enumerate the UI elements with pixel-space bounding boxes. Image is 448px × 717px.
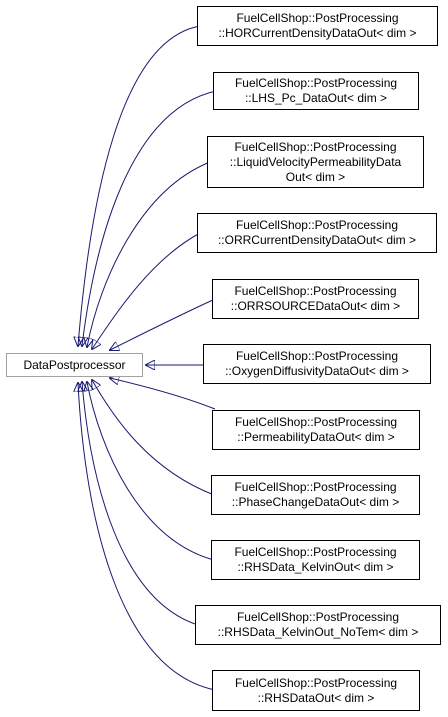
derived-class-node-hor-current-density[interactable]: FuelCellShop::PostProcessing::HORCurrent… xyxy=(197,6,438,46)
inheritance-edge-2 xyxy=(82,90,217,346)
derived-class-node-rhs-data[interactable]: FuelCellShop::PostProcessing::RHSDataOut… xyxy=(212,670,420,711)
inheritance-edge-3 xyxy=(87,161,211,347)
derived-class-node-oxygen-diffusivity[interactable]: FuelCellShop::PostProcessing::OxygenDiff… xyxy=(203,344,431,384)
node-line-2: ::OxygenDiffusivityDataOut< dim > xyxy=(225,364,409,378)
inheritance-edge-7 xyxy=(110,378,216,410)
derived-class-node-rhs-data-kelvin[interactable]: FuelCellShop::PostProcessing::RHSData_Ke… xyxy=(211,540,420,580)
node-line-2: ::RHSData_KelvinOut_NoTem< dim > xyxy=(217,625,419,639)
node-line-1: FuelCellShop::PostProcessing xyxy=(235,218,399,232)
node-line-2: ::LiquidVelocityPermeabilityData xyxy=(229,154,402,169)
derived-class-node-rhs-data-kelvin-no-tem[interactable]: FuelCellShop::PostProcessing::RHSData_Ke… xyxy=(195,605,441,645)
node-line-1: FuelCellShop::PostProcessing xyxy=(235,349,399,363)
node-line-1: FuelCellShop::PostProcessing xyxy=(234,480,397,494)
inheritance-edge-10 xyxy=(82,382,199,626)
inheritance-edge-1 xyxy=(78,25,201,346)
node-line-2: ::PhaseChangeDataOut< dim > xyxy=(231,495,400,509)
node-line-2: ::RHSDataOut< dim > xyxy=(257,690,375,705)
node-line-2: ::RHSData_KelvinOut< dim > xyxy=(237,560,394,574)
inheritance-edge-5 xyxy=(110,298,216,350)
inheritance-edge-11 xyxy=(78,383,216,691)
node-line-2: ::PermeabilityDataOut< dim > xyxy=(237,430,395,444)
node-line-2: ::HORCurrentDensityDataOut< dim > xyxy=(218,26,417,40)
node-line-1: FuelCellShop::PostProcessing xyxy=(234,76,398,90)
derived-class-node-phase-change[interactable]: FuelCellShop::PostProcessing::PhaseChang… xyxy=(211,475,420,515)
node-line-1: FuelCellShop::PostProcessing xyxy=(234,284,397,298)
node-line-3: Out< dim > xyxy=(285,169,346,184)
derived-class-node-liquid-velocity-permeability[interactable]: FuelCellShop::PostProcessing::LiquidVelo… xyxy=(207,136,424,188)
derived-class-node-lhs-pc[interactable]: FuelCellShop::PostProcessing::LHS_Pc_Dat… xyxy=(213,72,419,110)
node-line-1: FuelCellShop::PostProcessing xyxy=(234,415,398,429)
node-line-2: ::ORRSOURCEDataOut< dim > xyxy=(230,299,401,313)
node-line-1: FuelCellShop::PostProcessing xyxy=(234,139,397,154)
node-line-1: FuelCellShop::PostProcessing xyxy=(234,675,398,690)
node-line-2: ::LHS_Pc_DataOut< dim > xyxy=(244,91,388,105)
inheritance-edge-8 xyxy=(92,380,215,496)
base-class-node: DataPostprocessor xyxy=(6,353,143,377)
node-line-1: FuelCellShop::PostProcessing xyxy=(236,610,400,624)
derived-class-node-orr-current-density[interactable]: FuelCellShop::PostProcessing::ORRCurrent… xyxy=(197,213,437,253)
node-line-2: ::ORRCurrentDensityDataOut< dim > xyxy=(217,233,417,247)
node-line-1: FuelCellShop::PostProcessing xyxy=(236,11,399,25)
derived-class-node-orr-source[interactable]: FuelCellShop::PostProcessing::ORRSOURCED… xyxy=(212,279,419,319)
node-line-1: FuelCellShop::PostProcessing xyxy=(234,545,397,559)
derived-class-node-permeability[interactable]: FuelCellShop::PostProcessing::Permeabili… xyxy=(212,410,420,450)
base-class-label: DataPostprocessor xyxy=(23,357,126,372)
inheritance-edge-9 xyxy=(87,382,215,561)
inheritance-edge-4 xyxy=(92,232,201,349)
